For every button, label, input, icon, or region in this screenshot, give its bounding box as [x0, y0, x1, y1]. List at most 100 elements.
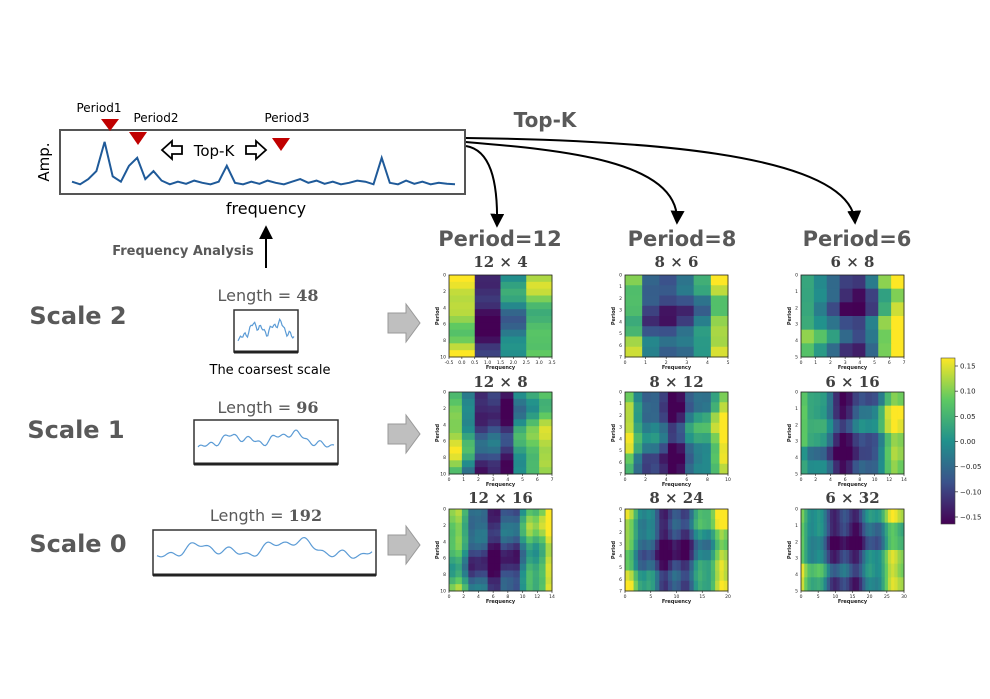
- heatmap-cell: [625, 285, 643, 296]
- heatmap-cell: [710, 443, 720, 454]
- heatmap-cell: [659, 519, 665, 530]
- heatmap-cell: [702, 539, 708, 551]
- heatmap-cell: [894, 536, 899, 551]
- heatmap-cell: [846, 522, 850, 537]
- heatmap-cell: [693, 570, 699, 582]
- heatmap-cell: [685, 539, 690, 551]
- heatmap-dims-label: 12 × 8: [473, 373, 527, 391]
- heatmap-cell: [842, 577, 847, 592]
- heatmap-cell: [685, 509, 690, 520]
- heatmap-cell: [642, 539, 647, 551]
- heatmap-ytick: 0: [795, 507, 798, 513]
- heatmap-cell: [629, 509, 635, 520]
- heatmap-cell: [804, 577, 808, 592]
- heatmap-cell: [650, 550, 656, 561]
- heatmap-cell: [500, 453, 514, 461]
- heatmap-cell: [823, 563, 828, 578]
- heatmap-cell: [858, 433, 866, 448]
- heatmap-xtick: 5: [649, 594, 652, 600]
- heatmap-cell: [689, 539, 695, 551]
- heatmap-cell: [826, 419, 834, 434]
- heatmap-cell: [894, 522, 899, 537]
- heatmap-cell: [526, 309, 553, 317]
- heatmap-cell: [625, 580, 630, 592]
- heatmap-ylabel: Period: [435, 423, 441, 442]
- heatmap-xtick: 3: [844, 360, 847, 366]
- heatmap-xtick: 3: [492, 477, 495, 483]
- heatmap-cell: [481, 556, 489, 565]
- heatmap-cell: [659, 433, 669, 444]
- heatmap-cell: [526, 322, 553, 331]
- heatmap-cell: [506, 550, 514, 558]
- heatmap-cell: [723, 580, 729, 592]
- heatmap-cell: [680, 550, 686, 561]
- heatmap-cell: [719, 412, 729, 424]
- heatmap-cell: [449, 350, 476, 358]
- heatmap-cell: [513, 536, 521, 544]
- heatmap-cell: [693, 433, 703, 444]
- heatmap-cell: [878, 577, 882, 592]
- heatmap-cell: [625, 316, 643, 327]
- heatmap-cell: [868, 550, 873, 565]
- heatmap-cell: [513, 398, 527, 407]
- heatmap-cell: [633, 392, 643, 403]
- heatmap-dims-label: 6 × 16: [825, 373, 879, 391]
- heatmap-cell: [500, 529, 508, 537]
- heatmap-cell: [655, 539, 660, 551]
- heatmap-ytick: 0: [795, 273, 798, 279]
- heatmap-cell: [449, 281, 476, 290]
- heatmap-cell: [487, 556, 495, 565]
- heatmap-cell: [810, 509, 815, 524]
- heatmap-cell: [689, 550, 695, 561]
- heatmap-xtick: 0: [800, 477, 803, 483]
- heatmap-cell: [455, 522, 463, 530]
- length-label-scale-0: Length = 192: [210, 506, 322, 525]
- heatmap-cell: [513, 515, 521, 524]
- heatmap-cell: [676, 326, 695, 337]
- heatmap-cell: [663, 509, 669, 520]
- heatmap-cell: [659, 509, 665, 520]
- heatmap-cell: [487, 515, 495, 524]
- heatmap-cell: [513, 563, 521, 571]
- heatmap-xtick: 0: [624, 477, 627, 483]
- heatmap-cell: [659, 529, 665, 541]
- heatmap-cell: [813, 550, 818, 565]
- heatmap-cell: [461, 426, 476, 434]
- heatmap-cell: [855, 563, 860, 578]
- heatmap-cell: [836, 509, 841, 524]
- heatmap-cell: [519, 529, 527, 537]
- heatmap-cell: [642, 433, 652, 444]
- heatmap-cell: [526, 439, 540, 448]
- heatmap-cell: [804, 563, 808, 578]
- heatmap-cell: [500, 467, 514, 475]
- heatmap-cell: [625, 412, 635, 424]
- heatmap-cell: [487, 433, 502, 441]
- heatmap-cell: [801, 563, 805, 578]
- heatmap-ytick: 0: [619, 390, 622, 396]
- heatmap-cell: [801, 522, 805, 537]
- heatmap-cell: [667, 463, 677, 475]
- heatmap-cell: [526, 577, 534, 585]
- heatmap-cell: [871, 405, 879, 420]
- heatmap-xtick: 6: [844, 477, 847, 483]
- heatmap-cell: [807, 536, 812, 551]
- heatmap-cell: [494, 577, 501, 585]
- heatmap-xtick: 5: [817, 594, 820, 600]
- heatmap-dims-label: 12 × 4: [473, 253, 527, 271]
- heatmap-cell: [526, 392, 540, 400]
- heatmap-cell: [685, 550, 690, 561]
- heatmap-cell: [852, 550, 857, 565]
- heatmap-cell: [461, 584, 469, 592]
- heatmap-cell: [855, 577, 860, 592]
- heatmap-cell: [719, 402, 729, 413]
- heatmap-cell: [685, 580, 690, 592]
- heatmap-cell: [719, 529, 725, 541]
- heatmap-ytick: 2: [443, 523, 446, 529]
- heatmap-cell: [820, 405, 828, 420]
- heatmap-cell: [461, 412, 476, 420]
- heatmap-xtick: 0: [624, 594, 627, 600]
- heatmap-cell: [474, 426, 489, 434]
- heatmap-cell: [813, 536, 818, 551]
